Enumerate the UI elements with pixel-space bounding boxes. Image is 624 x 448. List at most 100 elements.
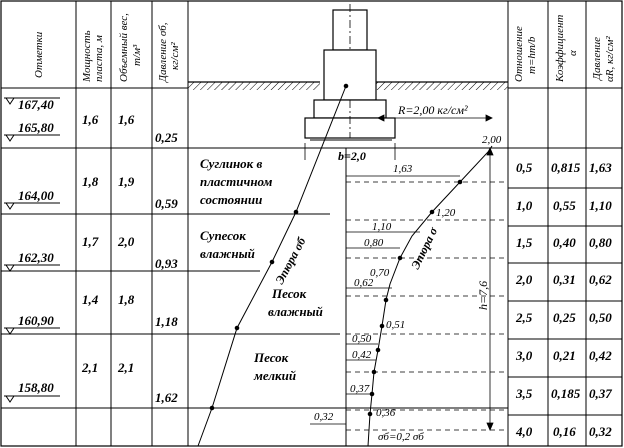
- header-elev: Отметки: [33, 31, 45, 78]
- header-weight-1: Объемный вес,: [118, 13, 130, 82]
- sigma-relation-label: σб=0,2 σб: [378, 431, 424, 443]
- soil-label: мелкий: [253, 368, 296, 383]
- elev-value: 160,90: [18, 313, 54, 328]
- pressure-value: 0,93: [155, 256, 178, 271]
- header-coef-2: α: [567, 50, 579, 56]
- coef-value: 0,25: [553, 310, 576, 325]
- curve-value: 0,62: [354, 277, 374, 289]
- ratio-value: 3,5: [515, 386, 533, 401]
- level-markers: [4, 97, 60, 403]
- header-thickness-1: Мощность: [81, 30, 93, 83]
- coef-value: 0,55: [553, 198, 576, 213]
- curve-value: 1,20: [436, 207, 456, 219]
- thickness-value: 1,7: [82, 234, 99, 249]
- header-press2-2: αR, кг/см²: [604, 36, 616, 82]
- soil-label: Песок: [271, 286, 307, 301]
- soil-label: состоянии: [200, 192, 262, 207]
- weight-value: 2,0: [117, 234, 135, 249]
- coef-value: 0,185: [551, 386, 581, 401]
- weight-value: 1,6: [118, 112, 135, 127]
- coef-value: 0,40: [553, 235, 576, 250]
- weight-value: 1,9: [118, 174, 135, 189]
- thickness-value: 2,1: [81, 360, 98, 375]
- press-value: 1,63: [589, 160, 612, 175]
- ratio-value: 2,5: [515, 310, 533, 325]
- ratio-value: 4,0: [515, 424, 533, 439]
- epure-stress-label: Эпюра σ: [408, 225, 440, 272]
- depth-label: h=7,6: [476, 281, 490, 310]
- coef-value: 0,16: [553, 424, 576, 439]
- thickness-value: 1,4: [82, 292, 99, 307]
- foundation: [188, 4, 508, 141]
- curve-value: 0,51: [386, 319, 405, 331]
- thickness-value: 1,8: [82, 174, 99, 189]
- curve-value: 1,63: [393, 163, 413, 175]
- header-ratio-2: m=hm/b: [526, 36, 538, 74]
- press-value: 0,42: [589, 348, 612, 363]
- pressure-value: 0,25: [155, 130, 178, 145]
- ratio-value: 1,5: [516, 235, 533, 250]
- header-press2-1: Давление: [591, 37, 603, 81]
- press-value: 0,32: [589, 424, 612, 439]
- coef-value: 0,815: [551, 160, 581, 175]
- header-thickness-2: пласта, м: [93, 35, 105, 82]
- header-pressure-1: Давление σб,: [157, 22, 169, 83]
- soil-labels: Суглинок в пластичном состоянии Супесок …: [200, 156, 323, 383]
- curve-value: 1,10: [372, 221, 392, 233]
- header-coef-1: Коэффициент: [554, 15, 566, 83]
- ratio-value: 3,0: [515, 348, 533, 363]
- coef-value: 0,21: [553, 348, 576, 363]
- soil-label: влажный: [200, 246, 255, 261]
- press-value: 0,50: [589, 310, 612, 325]
- curve-value: 0,32: [314, 411, 334, 423]
- soil-label: Суглинок в: [200, 156, 263, 171]
- thickness-value: 1,6: [82, 112, 99, 127]
- left-table-values: 167,40 165,80 1,6 1,6 0,25 164,00 1,8 1,…: [18, 97, 178, 405]
- soil-label: Супесок: [200, 228, 246, 243]
- pressure-value: 1,62: [155, 390, 178, 405]
- table-header: Отметки Мощность пласта, м Объемный вес,…: [33, 13, 616, 83]
- r-label: R=2,00 кг/см²: [397, 103, 468, 117]
- elev-value: 167,40: [18, 97, 54, 112]
- header-weight-2: т/м³: [131, 44, 143, 66]
- curve-value: 0,37: [350, 383, 370, 395]
- right-table-values: 0,5 0,815 1,63 1,0 0,55 1,10 1,5 0,40 0,…: [515, 160, 612, 439]
- press-value: 0,62: [589, 272, 612, 287]
- curve-value: 0,50: [352, 333, 372, 345]
- ratio-value: 2,0: [515, 272, 533, 287]
- epure-stress: [367, 145, 493, 447]
- ratio-value: 0,5: [516, 160, 533, 175]
- epure-self-weight-label: Эпюра σб: [272, 234, 309, 286]
- soil-label: влажный: [268, 304, 323, 319]
- value-arrows: [310, 175, 460, 425]
- elev-value: 165,80: [18, 120, 54, 135]
- pressure-value: 1,18: [155, 314, 178, 329]
- press-value: 1,10: [589, 198, 612, 213]
- coef-value: 0,31: [553, 272, 576, 287]
- header-ratio-1: Отношение: [513, 26, 525, 82]
- epure-self-weight: [197, 83, 349, 447]
- width-dimension: [304, 143, 396, 160]
- curve-value: 0,36: [376, 407, 396, 419]
- pressure-value: 0,59: [155, 196, 178, 211]
- top-value: 2,00: [482, 134, 502, 146]
- soil-label: Песок: [253, 350, 289, 365]
- press-value: 0,37: [589, 386, 612, 401]
- width-label: b=2,0: [338, 149, 366, 163]
- level-dashes: [346, 181, 508, 431]
- soil-label: пластичном: [200, 174, 273, 189]
- weight-value: 1,8: [118, 292, 135, 307]
- curve-value: 0,42: [352, 349, 372, 361]
- curve-values: 1,63 1,20 1,10 0,80 0,70 0,62 0,51 0,50 …: [314, 163, 456, 423]
- header-pressure-2: кг/см²: [169, 42, 181, 70]
- r-dimension: [377, 114, 493, 122]
- press-value: 0,80: [589, 235, 612, 250]
- elev-value: 164,00: [18, 188, 54, 203]
- curve-value: 0,80: [364, 237, 384, 249]
- depth-dimension: [486, 146, 494, 432]
- ratio-value: 1,0: [516, 198, 533, 213]
- weight-value: 2,1: [117, 360, 134, 375]
- curve-value: 0,70: [370, 267, 390, 279]
